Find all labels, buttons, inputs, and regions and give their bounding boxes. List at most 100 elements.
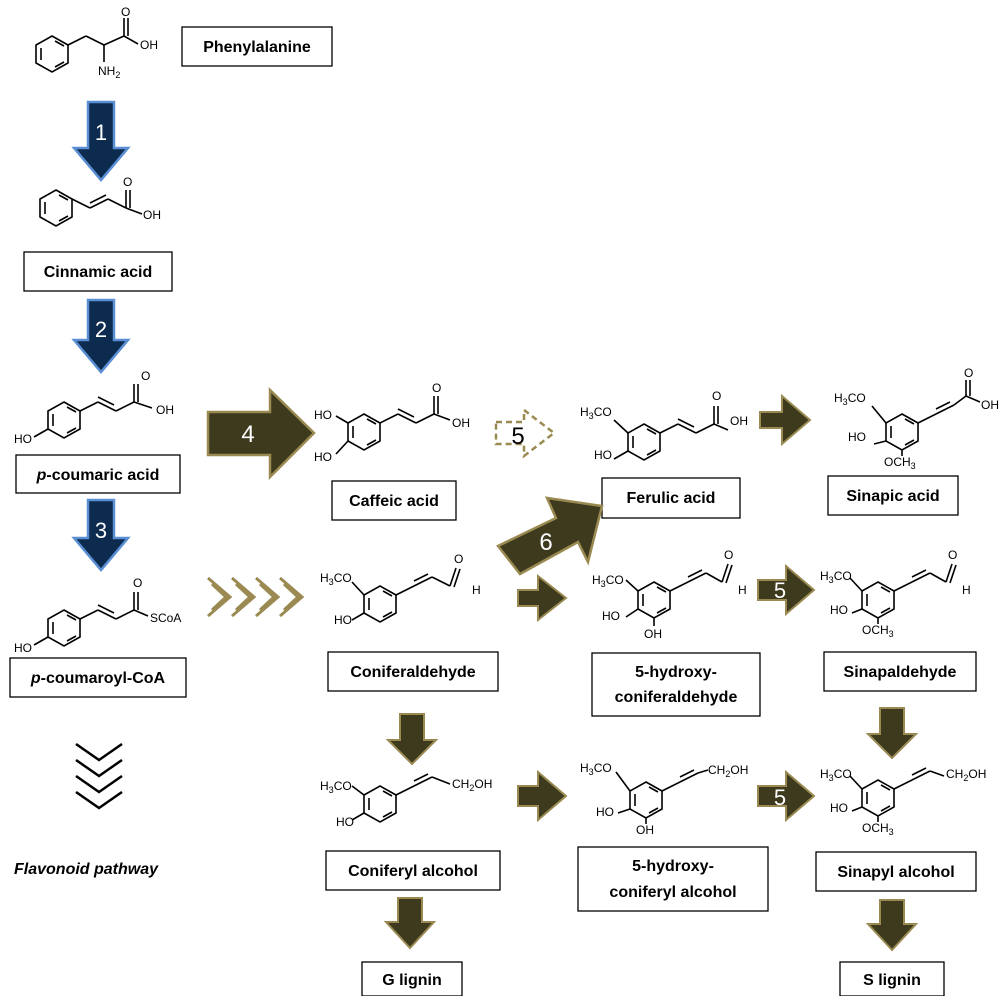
o-label: O [141,369,150,383]
ho-label: HO [336,815,354,829]
coniferaldehyde-box: Coniferaldehyde [327,651,499,692]
step-6-arrow: 6 [496,496,604,576]
coniferaldehyde-to-hydroxy-arrow [517,573,568,623]
sinapaldehyde-label: Sinapaldehyde [844,664,957,681]
s-lignin-box: S lignin [839,961,945,996]
h-label: H [472,583,481,597]
ferulic-acid-box: Ferulic acid [601,477,741,519]
step-5-sinapyl-label: 5 [774,785,786,810]
ferulic-to-sinapic-arrow [759,393,812,447]
oh-label: OH [156,403,174,417]
o-label: O [432,381,441,395]
ho-label: HO [602,609,620,623]
sinapaldehyde-box: Sinapaldehyde [823,651,977,692]
o-label: O [964,366,973,380]
step-5-sinapaldehyde-arrow: 5 [757,563,816,617]
cinnamic-acid-box: Cinnamic acid [23,251,173,292]
p-coumaric-acid-box: p-coumaric acid [15,454,181,494]
flavonoid-chevron-arrow [75,742,123,810]
och3-label: OCH3 [862,623,894,639]
coniferaldehyde-label: Coniferaldehyde [350,664,475,681]
sinapic-acid-box: Sinapic acid [827,475,959,516]
o-label: O [123,175,132,189]
ch2oh-label: CH2OH [946,767,986,783]
caffeic-acid-structure: O OH HO HO [314,381,470,464]
ho-label: HO [848,430,866,444]
ho-label: HO [334,613,352,627]
sinapic-acid-label: Sinapic acid [846,488,939,505]
h3co-label: H3CO [820,569,852,585]
ho-label: HO [314,450,332,464]
sinapyl-to-s-lignin-arrow [865,899,919,952]
phenylalanine-structure: O OH NH2 [35,5,158,80]
step-4-arrow: 4 [206,387,316,481]
ho-label: HO [14,432,32,446]
phenylalanine-label: Phenylalanine [203,39,311,56]
h3co-label: H3CO [820,767,852,783]
p-coumaroyl-coa-structure: O SCoA HO [14,576,181,655]
ho-label: HO [830,801,848,815]
step-5-sinapyl-arrow: 5 [757,769,816,823]
oh-label: OH [452,416,470,430]
step-1-arrow: 1 [71,100,131,182]
hydroxyconiferyl-alcohol-label-line2: coniferyl alcohol [609,884,736,901]
ferulic-acid-label: Ferulic acid [627,490,716,507]
och3-label: OCH3 [884,455,916,471]
o-label: O [712,389,721,403]
coniferyl-alcohol-structure: CH2OH H3CO HO [320,773,492,829]
h3co-label: H3CO [320,779,352,795]
nh2-label: NH2 [98,64,120,80]
hydroxyconiferaldehyde-structure: O H H3CO HO OH [592,548,747,641]
ho-label: HO [596,805,614,819]
sinapyl-alcohol-box: Sinapyl alcohol [815,851,977,892]
step-6-label: 6 [539,529,552,556]
oh-label: OH [140,38,158,52]
coniferyl-alcohol-label: Coniferyl alcohol [348,863,478,880]
scoa-label: SCoA [150,611,181,625]
cinnamic-acid-structure: O OH [39,175,161,227]
sinapyl-alcohol-label: Sinapyl alcohol [837,864,954,881]
hydroxyconiferaldehyde-box: 5-hydroxy- coniferaldehyde [591,652,761,717]
h3co-label: H3CO [592,573,624,589]
step-3-label: 3 [95,518,107,543]
h3co-label: H3CO [834,391,866,407]
oh-label: OH [143,208,161,222]
p-coumaric-acid-label: p-coumaric acid [36,467,160,484]
och3-label: OCH3 [862,821,894,837]
sinapyl-alcohol-structure: CH2OH H3CO HO OCH3 [820,767,986,837]
phenylalanine-box: Phenylalanine [181,26,333,67]
hydroxyconiferyl-alcohol-box: 5-hydroxy- coniferyl alcohol [577,846,769,912]
hydroxyconiferyl-alcohol-structure: CH2OH H3CO HO OH [580,761,748,837]
hydroxyconiferyl-alcohol-label-line1: 5-hydroxy- [632,858,714,875]
ho-label: HO [594,448,612,462]
o-label: O [121,5,130,19]
o-label: O [133,576,142,590]
step-3-arrow: 3 [71,498,131,572]
step-1-label: 1 [95,120,107,145]
ferulic-acid-structure: O OH H3CO HO [580,389,748,462]
h-label: H [962,583,971,597]
step-5-dashed-label: 5 [511,423,524,450]
coniferaldehyde-structure: O H H3CO HO [320,552,481,627]
g-lignin-label: G lignin [382,972,442,989]
s-lignin-label: S lignin [863,972,921,989]
h3co-label: H3CO [580,761,612,777]
flavonoid-pathway-label: Flavonoid pathway [14,861,159,878]
o-label: O [948,548,957,562]
sinapaldehyde-structure: O H H3CO HO OCH3 [820,548,971,639]
sinapic-acid-structure: O OH H3CO HO OCH3 [834,366,999,471]
oh-label: OH [730,414,748,428]
step-5-dashed-arrow: 5 [494,407,557,459]
oh-label: OH [644,627,662,641]
coniferyl-to-hydroxy-alcohol-arrow [517,769,568,823]
coniferyl-alcohol-box: Coniferyl alcohol [325,850,501,891]
ch2oh-label: CH2OH [452,777,492,793]
g-lignin-box: G lignin [361,961,463,996]
ch2oh-label: CH2OH [708,763,748,779]
step-4-label: 4 [241,421,254,448]
oh-label: OH [981,398,999,412]
caffeic-acid-label: Caffeic acid [349,493,439,510]
hydroxyconiferaldehyde-label-line2: coniferaldehyde [615,689,738,706]
h3co-label: H3CO [320,571,352,587]
